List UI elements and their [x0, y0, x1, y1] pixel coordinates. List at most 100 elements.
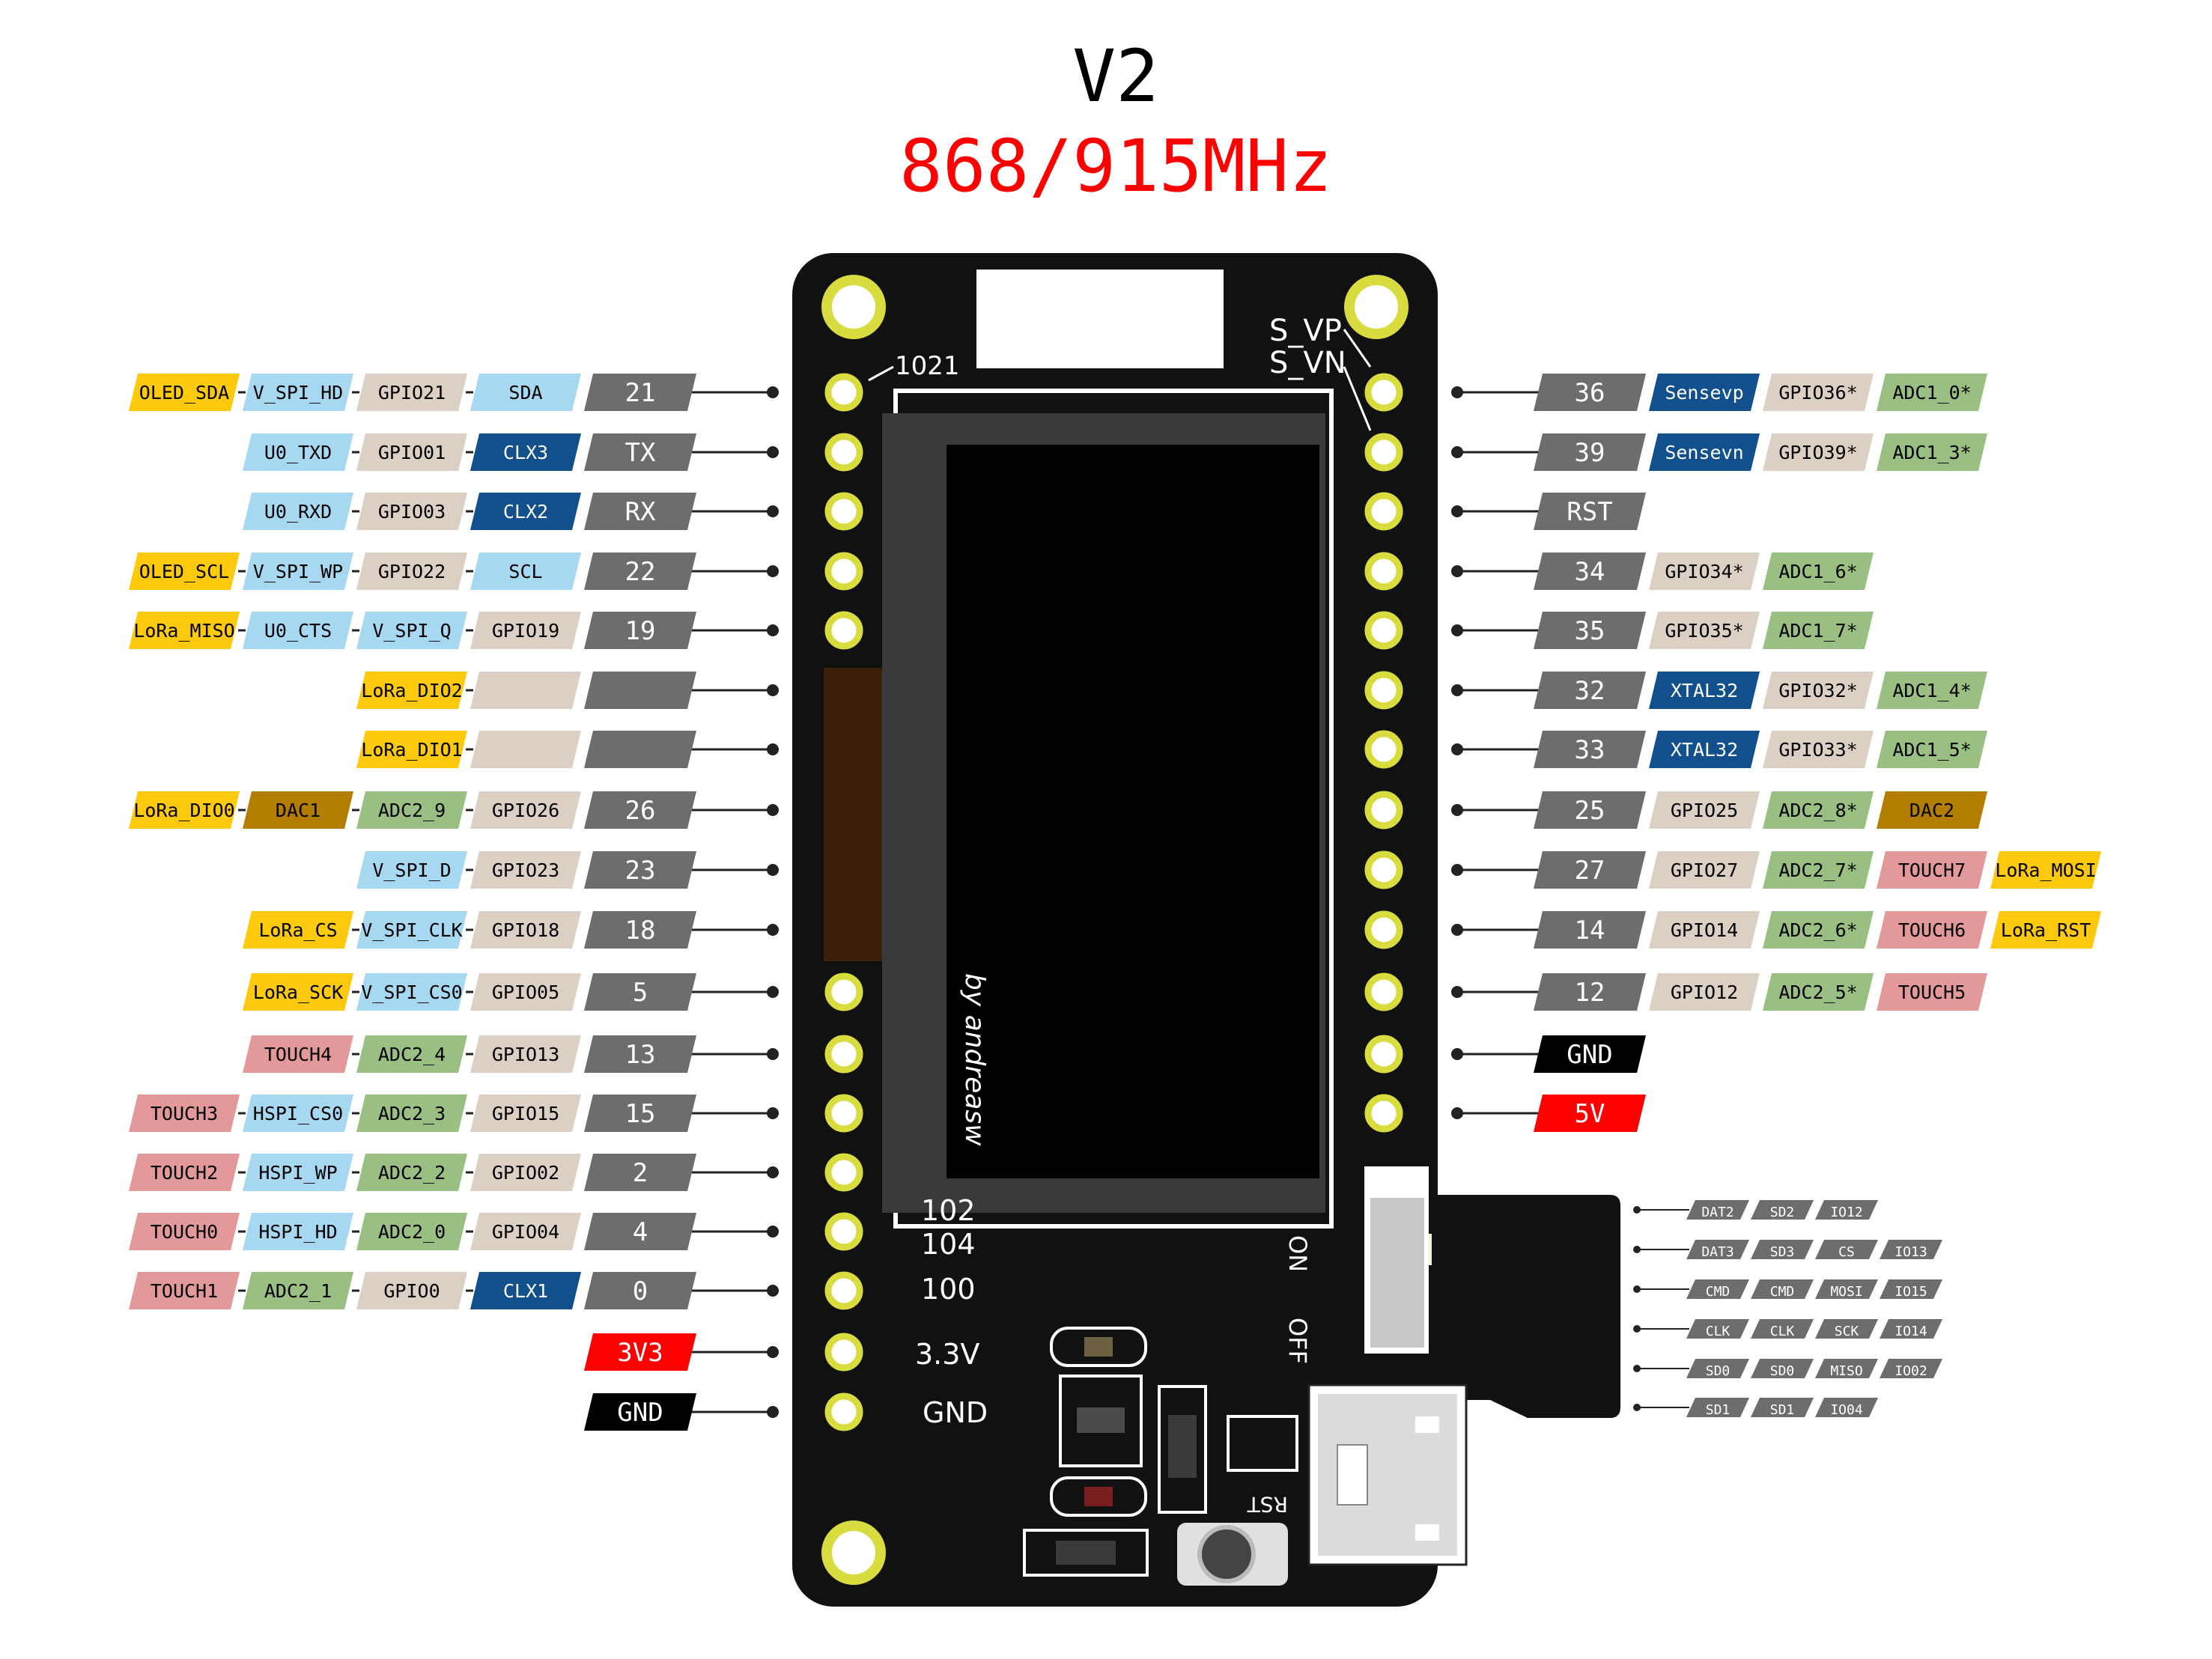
pin-label-box — [470, 553, 581, 590]
pin-leader-dot — [767, 446, 779, 458]
pin-leader-dot — [1451, 1048, 1463, 1060]
pin-leader-dot — [767, 986, 779, 998]
pad-right — [1364, 972, 1403, 1011]
pin-label-box — [129, 374, 240, 411]
pin-label-box — [243, 1213, 353, 1250]
pin-label: V_SPI_CS0 — [361, 981, 462, 1003]
usb-port — [1337, 1444, 1368, 1506]
pin-label: LoRa_CS — [258, 919, 337, 941]
flex-connector — [824, 668, 884, 961]
pin-label: TOUCH6 — [1898, 919, 1966, 941]
pin-label-box — [243, 1272, 353, 1309]
pin-label-box — [470, 612, 581, 649]
pin-number-box — [584, 1272, 696, 1309]
sd-pin-label: IO12 — [1830, 1205, 1862, 1220]
pin-number-box — [1534, 973, 1646, 1011]
sd-pin-name-box — [1686, 1240, 1749, 1259]
pad-right — [1364, 611, 1403, 650]
pin-label: GPIO36* — [1778, 382, 1857, 404]
pin-label: DAC2 — [1909, 800, 1954, 821]
pin-label-box — [1877, 433, 1987, 471]
pin-leader-dot — [767, 804, 779, 816]
pin-number: 12 — [1575, 978, 1605, 1008]
pin-label: ADC1_0* — [1892, 382, 1971, 404]
silk-leader-svp — [1343, 329, 1372, 368]
sd-pin-name: CMD — [1706, 1284, 1731, 1300]
sd-pin-label-box — [1880, 1240, 1942, 1259]
pin-label: GPIO32* — [1778, 680, 1857, 701]
pin-label-box — [243, 911, 353, 949]
silk-svp: S_VP — [1269, 314, 1342, 348]
power-switch[interactable] — [1370, 1198, 1424, 1348]
pin-label: LoRa_SCK — [253, 981, 343, 1003]
pin-number: 33 — [1575, 735, 1605, 765]
pin-label-box — [243, 1154, 353, 1191]
pin-label-box — [356, 493, 467, 530]
pin-number-box — [1534, 911, 1646, 949]
pin-label: TOUCH2 — [151, 1162, 218, 1184]
pin-number-box — [584, 374, 696, 411]
pin-label: TOUCH4 — [264, 1044, 332, 1065]
pin-number-box — [1534, 672, 1646, 709]
pin-leader-dot — [767, 386, 779, 398]
pin-label-box — [1763, 911, 1874, 949]
pin-leader-dot — [767, 1166, 779, 1178]
pin-label: V_SPI_D — [372, 859, 451, 881]
pin-number-box — [584, 1333, 696, 1371]
pin-label: Sensevn — [1665, 442, 1743, 463]
pin-leader-dot — [1451, 624, 1463, 636]
pin-number: 4 — [633, 1217, 648, 1247]
pin-label: SCL — [508, 561, 542, 582]
pin-label: XTAL32 — [1671, 680, 1738, 701]
usb-tab — [1415, 1524, 1439, 1541]
pin-number-box — [584, 672, 696, 709]
sd-pin-label-box — [1751, 1279, 1814, 1299]
pin-number-box — [1534, 791, 1646, 829]
pin-leader-dot — [1451, 864, 1463, 876]
pad-right — [1364, 910, 1403, 949]
reset-button[interactable] — [1197, 1525, 1256, 1583]
pin-number-box — [584, 1213, 696, 1250]
pin-number-box — [584, 553, 696, 590]
pin-label-box — [1763, 374, 1874, 411]
pin-label: GPIO21 — [378, 382, 446, 404]
pin-number-box — [584, 433, 696, 471]
pin-label-box — [1877, 851, 1987, 889]
pin-label: ADC2_3 — [378, 1103, 446, 1124]
pin-number-box — [584, 1095, 696, 1132]
pin-label-box — [470, 1272, 581, 1309]
pin-label: GPIO13 — [492, 1044, 559, 1065]
right-pin-row: GND — [1451, 1035, 1646, 1073]
pin-label-box — [129, 791, 240, 829]
pin-leader-dot — [1451, 924, 1463, 936]
pin-number-box — [1534, 1035, 1646, 1073]
pin-label: GPIO18 — [492, 919, 559, 941]
pin-number: 34 — [1575, 557, 1605, 587]
pin-label: GPIO14 — [1671, 919, 1738, 941]
pin-leader-dot — [767, 1346, 779, 1358]
pin-leader-dot — [1451, 804, 1463, 816]
sd-pin-label: SD1 — [1770, 1402, 1795, 1418]
pin-leader-dot — [767, 1107, 779, 1119]
sd-pin-name: DAT3 — [1701, 1244, 1734, 1260]
pin-label: ADC2_0 — [378, 1221, 446, 1243]
sd-pin-label-box — [1815, 1240, 1878, 1259]
sd-pin-label-box — [1815, 1398, 1878, 1417]
pin-leader-dot — [1451, 986, 1463, 998]
microsd-card — [1432, 1195, 1620, 1418]
pin-leader-dot — [1451, 1107, 1463, 1119]
pin-label: XTAL32 — [1671, 739, 1738, 761]
pad-right — [1364, 850, 1403, 889]
pin-leader-dot — [1451, 565, 1463, 577]
sd-pin-label: SCK — [1835, 1324, 1859, 1339]
pin-label-box — [129, 1154, 240, 1191]
pin-number-box — [584, 493, 696, 530]
pin-label-box — [356, 553, 467, 590]
